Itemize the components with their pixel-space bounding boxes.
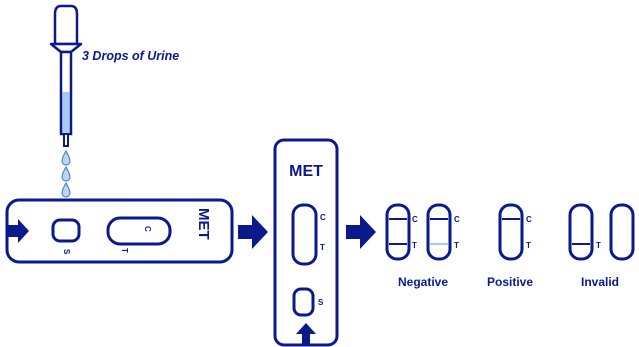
urine-drop-icon	[61, 165, 71, 182]
result-positive: C T Positive	[487, 203, 533, 289]
arrow-right-icon	[346, 215, 376, 249]
urine-drop-icon	[61, 149, 71, 166]
vertical-test-cassette: MET C T S	[273, 138, 339, 347]
result-negative: C T C T Negative	[385, 203, 460, 289]
control-line-label: C	[526, 215, 532, 224]
sample-well-label: S	[318, 298, 324, 307]
sample-well-label: S	[62, 249, 71, 255]
horizontal-test-cassette: S C T MET	[5, 198, 234, 264]
dropper-tip	[63, 133, 69, 147]
result-window	[106, 216, 172, 246]
results: C T C T Negative C T Positive T Invalid	[385, 203, 635, 289]
control-line-label: C	[454, 215, 460, 224]
arrow-up-icon	[296, 323, 316, 344]
result-window	[426, 203, 452, 261]
result-window	[385, 203, 411, 261]
test-line-label: T	[320, 243, 325, 252]
cassette-brand: MET	[289, 163, 323, 180]
cassette-brand: MET	[195, 208, 212, 240]
sample-well	[292, 287, 315, 317]
result-window	[291, 203, 318, 266]
dropper-bulb	[53, 4, 79, 46]
arrow-right-icon	[238, 215, 268, 249]
result-invalid: T Invalid	[568, 203, 635, 289]
dropper-liquid	[62, 92, 70, 132]
result-label: Invalid	[581, 275, 619, 289]
urine-drop-icon	[61, 181, 71, 198]
control-line-label: C	[412, 215, 418, 224]
result-window	[568, 203, 594, 261]
test-line-label: T	[454, 241, 459, 250]
test-line-label: T	[526, 241, 531, 250]
result-label: Negative	[398, 275, 448, 289]
control-line-label: C	[143, 226, 152, 232]
test-line-label: T	[120, 248, 129, 253]
arrow-right-icon	[8, 219, 29, 243]
result-window	[498, 203, 524, 261]
test-line-label: T	[412, 241, 417, 250]
result-window	[609, 203, 635, 261]
test-line-label: T	[596, 241, 601, 250]
dropper: 3 Drops of Urine	[49, 4, 179, 198]
result-label: Positive	[487, 275, 533, 289]
dropper-instruction: 3 Drops of Urine	[82, 49, 179, 63]
sample-well	[51, 218, 81, 243]
control-line-label: C	[320, 213, 326, 222]
